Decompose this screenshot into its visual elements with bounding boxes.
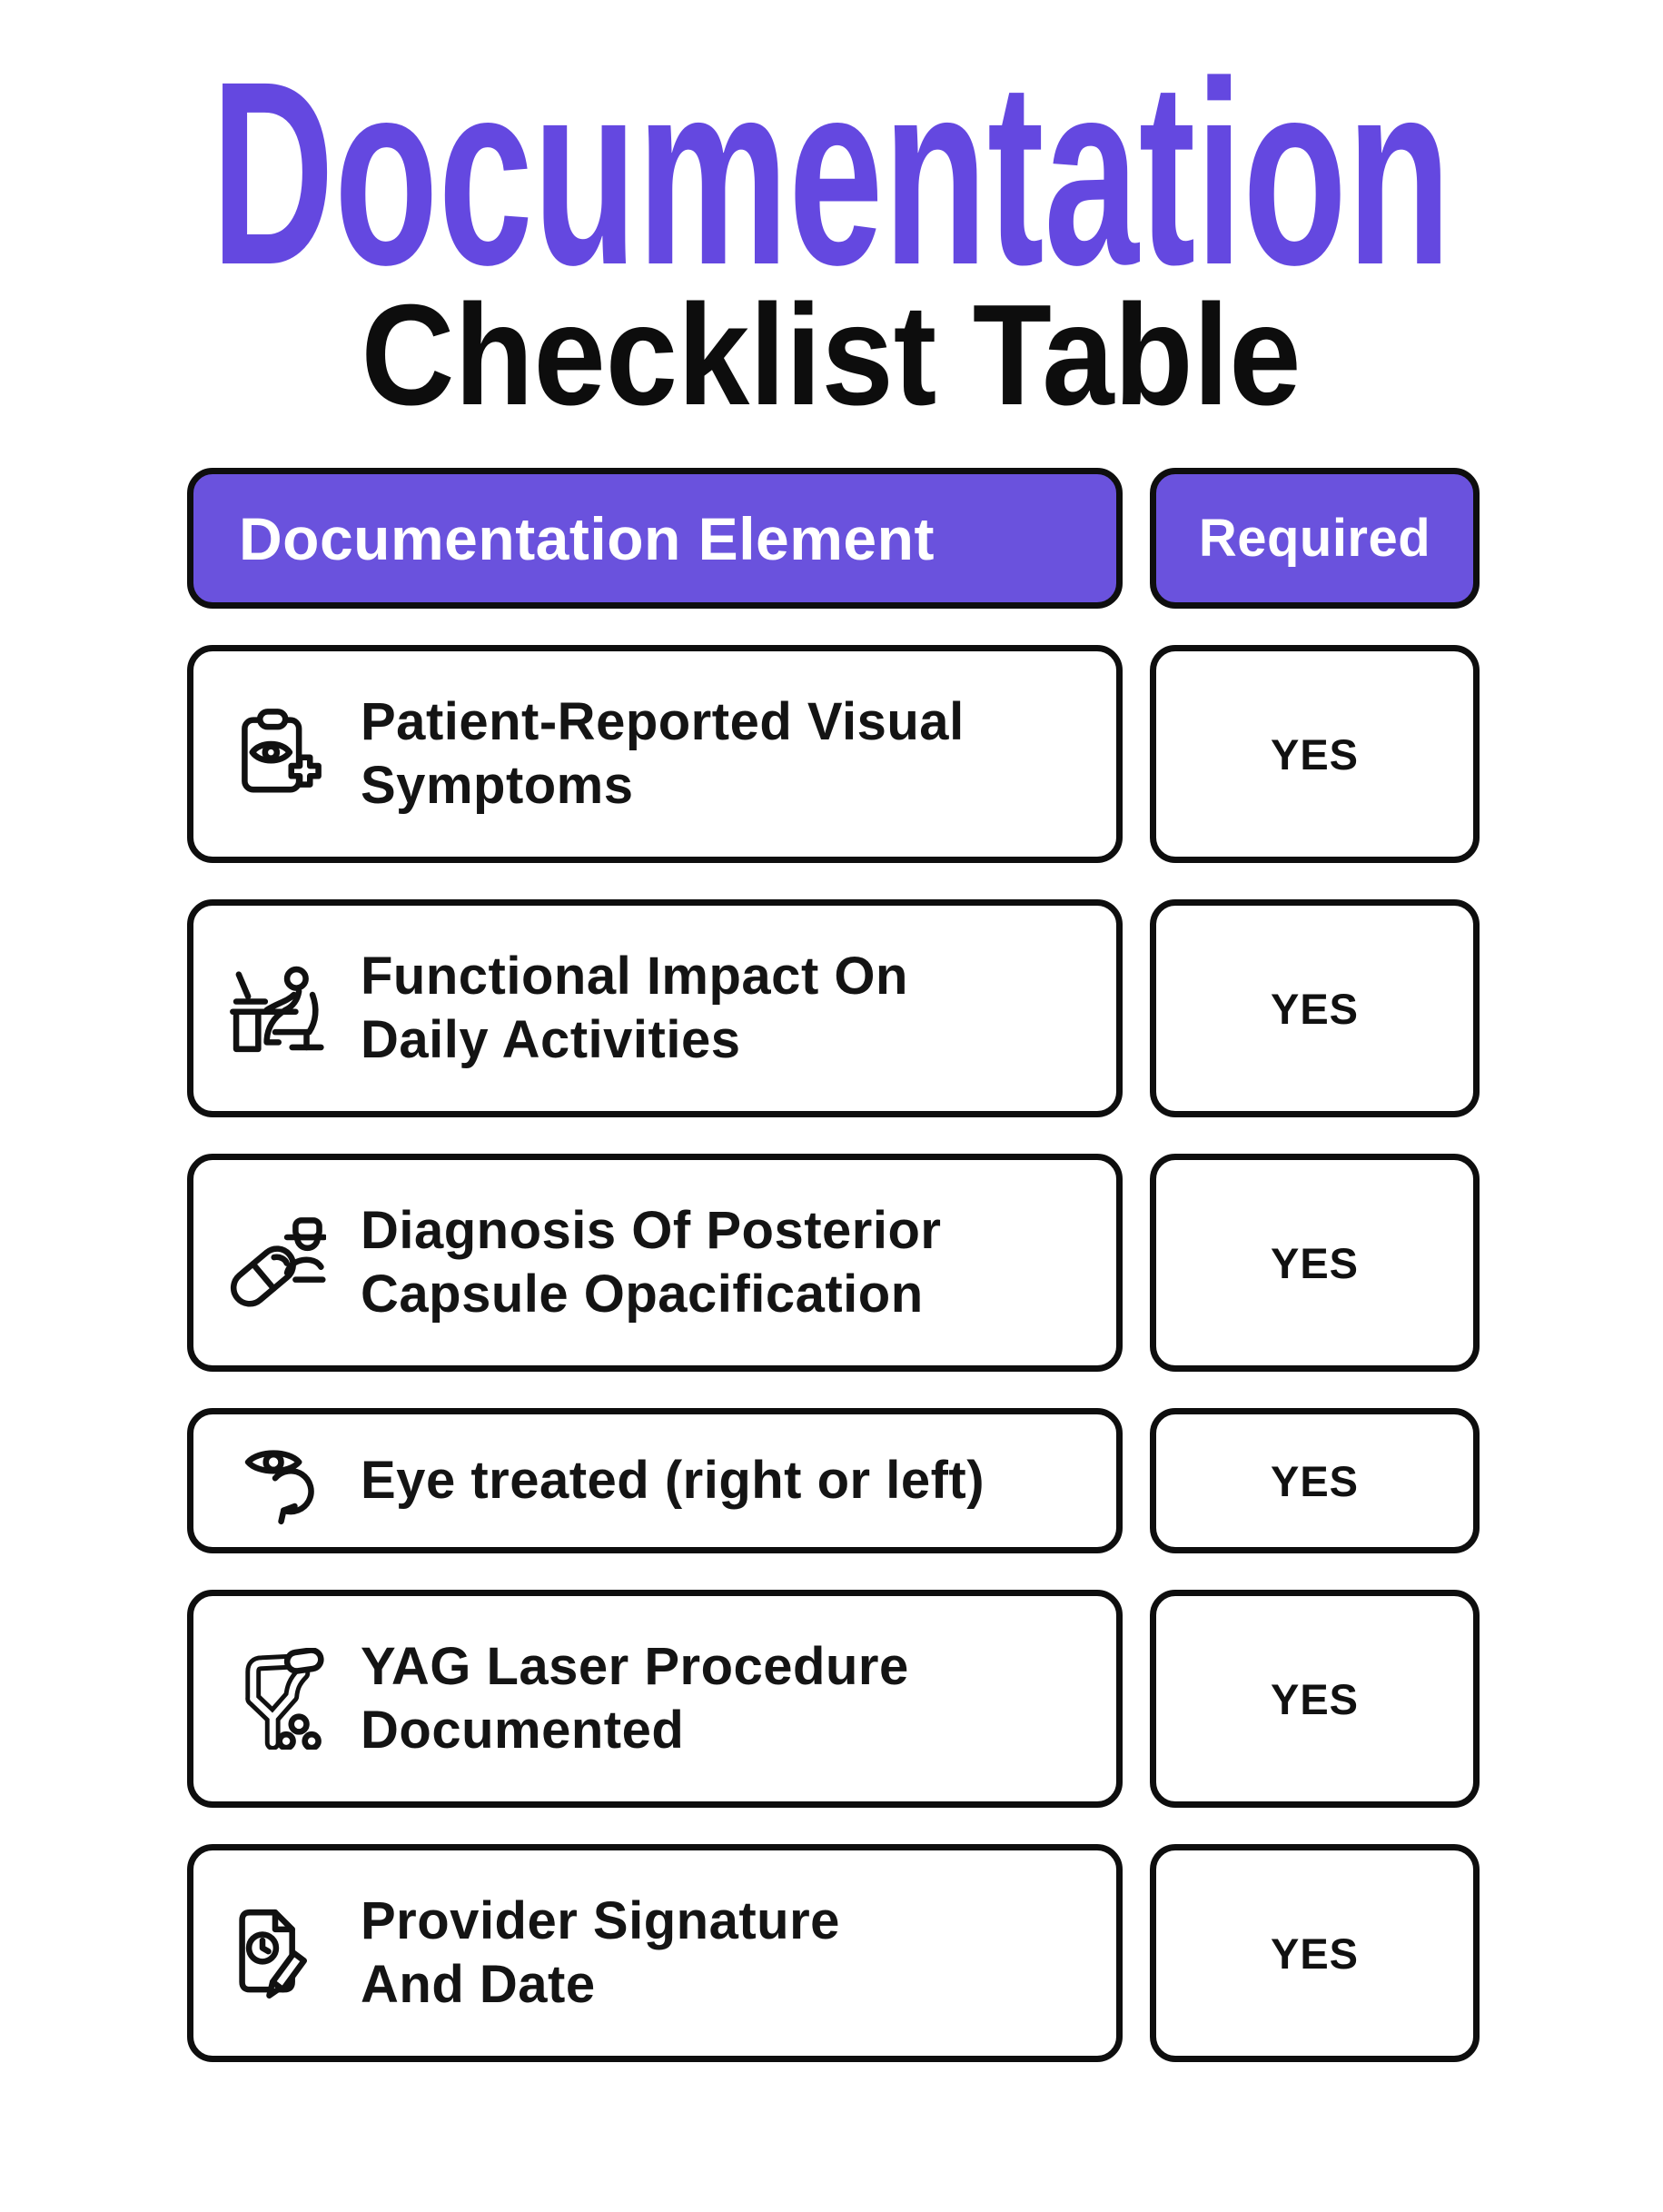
pill-and-clinician-icon — [224, 1212, 326, 1314]
required-cell: YES — [1150, 1408, 1480, 1553]
document-clock-pencil-icon — [224, 1902, 326, 2004]
required-cell: YES — [1150, 1590, 1480, 1808]
page-title-text: Documentation — [212, 73, 1451, 277]
required-value: YES — [1270, 1674, 1360, 1723]
required-value: YES — [1270, 984, 1360, 1033]
page-subtitle: Checklist Table — [361, 288, 1302, 433]
required-value: YES — [1270, 1456, 1360, 1505]
required-value: YES — [1270, 1929, 1360, 1978]
clipboard-eye-plus-icon — [224, 703, 326, 805]
required-cell: YES — [1150, 1844, 1480, 2062]
required-cell: YES — [1150, 1154, 1480, 1372]
header-required-cell: Required — [1150, 468, 1480, 609]
required-value: YES — [1270, 729, 1360, 779]
required-value: YES — [1270, 1238, 1360, 1287]
checklist-table: Documentation Element Required Patient-R… — [187, 468, 1480, 2062]
page-title: Documentation — [212, 73, 1451, 277]
element-label: Eye treated (right or left) — [361, 1451, 985, 1510]
header-element-cell: Documentation Element — [187, 468, 1123, 609]
required-cell: YES — [1150, 645, 1480, 863]
eye-rotation-icon — [224, 1430, 326, 1532]
header-required-label: Required — [1198, 509, 1431, 568]
element-cell: Eye treated (right or left) — [187, 1408, 1123, 1553]
person-at-desk-icon — [224, 957, 326, 1059]
header-element-label: Documentation Element — [239, 504, 935, 572]
yag-laser-handpiece-icon — [224, 1648, 326, 1750]
required-cell: YES — [1150, 899, 1480, 1117]
page-subtitle-text: Checklist Table — [361, 288, 1302, 433]
page: { "title": { "text": "Documentation", "c… — [0, 73, 1663, 2212]
